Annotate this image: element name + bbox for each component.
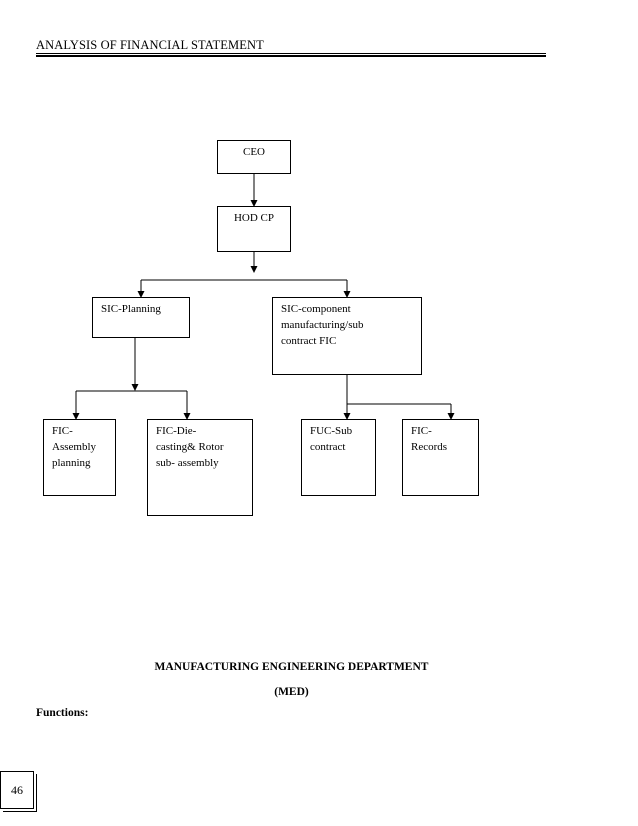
node-fuc-sub-line-2: contract: [310, 441, 346, 453]
header-title: ANALYSIS OF FINANCIAL STATEMENT: [36, 38, 264, 52]
node-fic-assembly-line-2: Assembly: [52, 441, 96, 453]
node-hod-cp-label: HOD CP: [233, 212, 275, 224]
node-fuc-sub: FUC-Sub contract: [301, 419, 376, 496]
node-sic-component-line-1: SIC-component: [281, 303, 351, 315]
node-fic-die-line-2: casting& Rotor: [156, 441, 224, 453]
node-fic-records: FIC- Records: [402, 419, 479, 496]
node-fic-assembly: FIC- Assembly planning: [43, 419, 116, 496]
node-hod-cp: HOD CP: [217, 206, 291, 252]
node-sic-planning: SIC-Planning: [92, 297, 190, 338]
node-sic-component: SIC-component manufacturing/sub contract…: [272, 297, 422, 375]
node-fic-die-line-1: FIC-Die-: [156, 425, 197, 437]
node-fuc-sub-line-1: FUC-Sub: [310, 425, 353, 437]
page-number: 46: [0, 771, 34, 809]
header-rule-bold: [36, 55, 546, 57]
functions-heading: Functions:: [36, 707, 89, 719]
node-ceo-label: CEO: [243, 146, 265, 158]
node-fic-assembly-line-3: planning: [52, 457, 91, 469]
page-number-shadow: [3, 774, 37, 812]
node-sic-component-line-3: contract FIC: [281, 335, 337, 347]
node-sic-component-line-2: manufacturing/sub: [281, 319, 364, 331]
header-rule: [36, 53, 546, 54]
department-abbreviation: (MED): [274, 686, 309, 698]
node-fic-die: FIC-Die- casting& Rotor sub- assembly: [147, 419, 253, 516]
node-fic-die-line-3: sub- assembly: [156, 457, 219, 469]
node-fic-assembly-line-1: FIC-: [52, 425, 73, 437]
node-fic-records-line-2: Records: [411, 441, 448, 453]
node-ceo: CEO: [217, 140, 291, 174]
node-fic-records-line-1: FIC-: [411, 425, 432, 437]
node-sic-planning-label: SIC-Planning: [101, 303, 161, 315]
department-title: MANUFACTURING ENGINEERING DEPARTMENT: [154, 661, 429, 673]
